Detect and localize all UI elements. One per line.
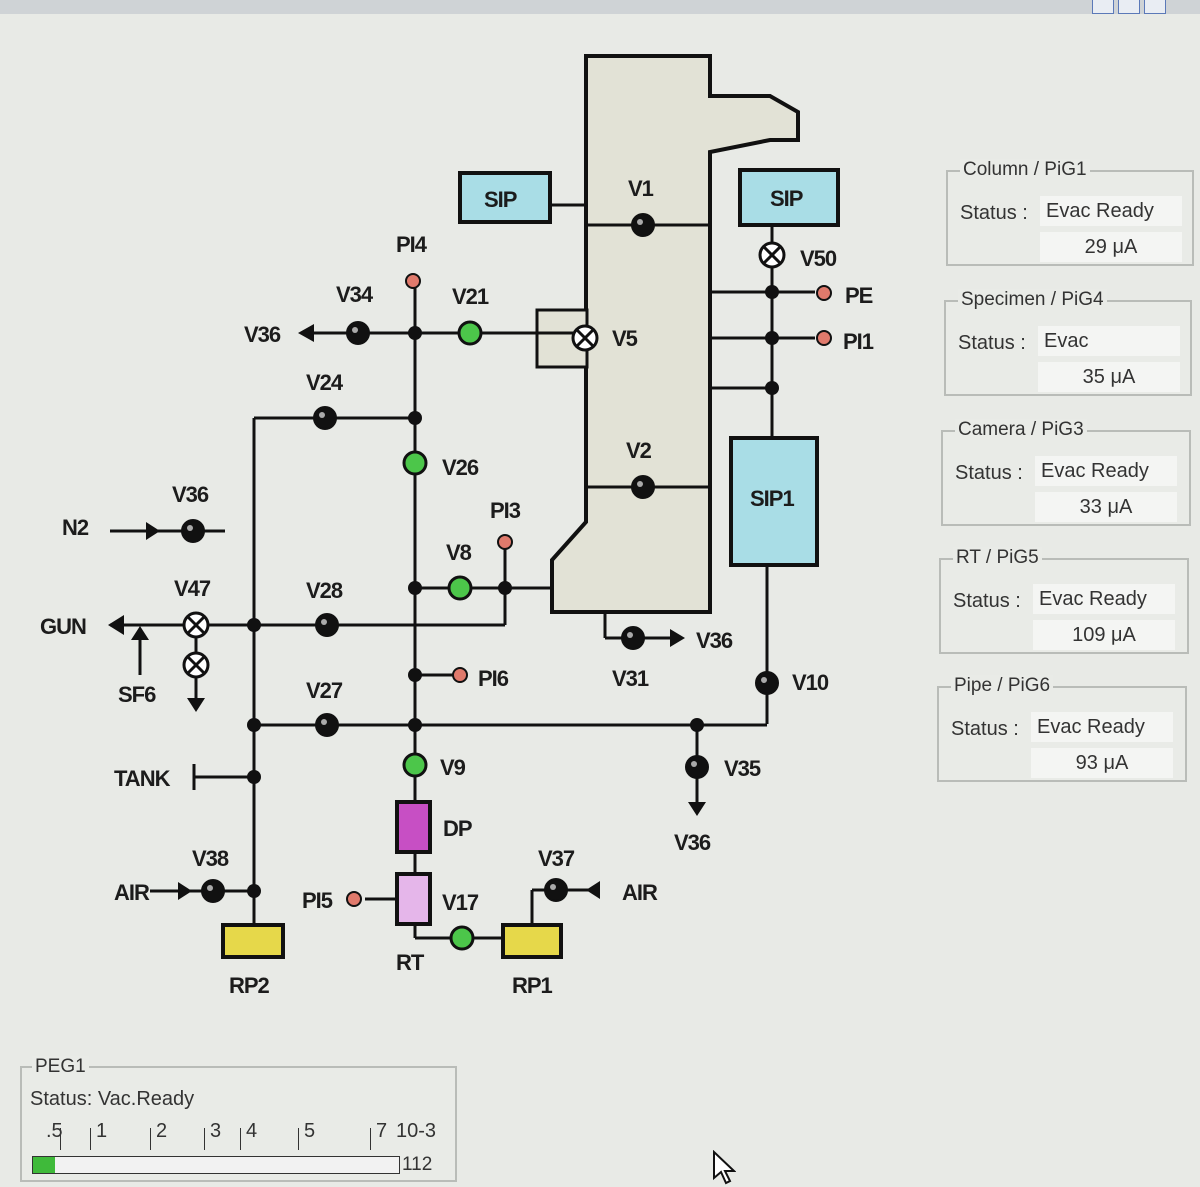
- vacuum-system-diagram: SIP SIP SIP1: [40, 54, 875, 998]
- svg-text:DP: DP: [443, 816, 472, 841]
- svg-text:V36: V36: [674, 830, 711, 855]
- peg1-panel: PEG1 Status: Vac.Ready .5 1 2 3 4 5 7 10…: [20, 1056, 457, 1182]
- maximize-button[interactable]: [1118, 0, 1140, 14]
- svg-text:V35: V35: [724, 756, 761, 781]
- current-value: 109 μA: [1033, 620, 1175, 650]
- peg1-bar: [32, 1156, 400, 1174]
- svg-text:AIR: AIR: [114, 880, 150, 905]
- svg-text:V26: V26: [442, 455, 479, 480]
- dp-pump: [395, 800, 432, 854]
- valves-closed[interactable]: [181, 213, 779, 903]
- peg1-value: 112: [402, 1154, 433, 1175]
- status-value: Evac: [1038, 326, 1180, 356]
- svg-text:V2: V2: [626, 438, 652, 463]
- status-panel-rt: RT / PiG5 Status : Evac Ready 109 μA: [939, 547, 1189, 654]
- svg-text:V9: V9: [440, 755, 466, 780]
- svg-text:SF6: SF6: [118, 682, 156, 707]
- svg-text:V24: V24: [306, 370, 344, 395]
- sip-right-pump: [738, 168, 840, 227]
- peg1-bar-fill: [33, 1157, 55, 1173]
- current-value: 35 μA: [1038, 362, 1180, 392]
- svg-text:AIR: AIR: [622, 880, 658, 905]
- svg-text:RP2: RP2: [229, 973, 270, 998]
- svg-text:V10: V10: [792, 670, 829, 695]
- svg-text:V1: V1: [628, 176, 654, 201]
- svg-text:PI5: PI5: [302, 888, 333, 913]
- svg-text:V50: V50: [800, 246, 837, 271]
- status-panel-specimen: Specimen / PiG4 Status : Evac 35 μA: [944, 289, 1192, 396]
- peg1-title: PEG1: [32, 1056, 89, 1078]
- svg-text:V21: V21: [452, 284, 489, 309]
- svg-text:V38: V38: [192, 846, 229, 871]
- title-bar: [0, 0, 1200, 14]
- svg-text:PI3: PI3: [490, 498, 521, 523]
- mouse-cursor-icon: [713, 1150, 736, 1185]
- status-panel-column: Column / PiG1 Status : Evac Ready 29 μA: [946, 159, 1194, 266]
- svg-text:V36: V36: [696, 628, 733, 653]
- current-value: 33 μA: [1035, 492, 1177, 522]
- svg-text:PI6: PI6: [478, 666, 509, 691]
- svg-text:V27: V27: [306, 678, 343, 703]
- svg-text:V36: V36: [172, 482, 209, 507]
- peg1-scale: .5 1 2 3 4 5 7 10-3: [32, 1120, 452, 1150]
- panel-title: Specimen / PiG4: [958, 289, 1107, 311]
- svg-text:V34: V34: [336, 282, 374, 307]
- panel-title: Pipe / PiG6: [951, 675, 1054, 697]
- svg-text:RT: RT: [396, 950, 425, 975]
- panel-title: Column / PiG1: [960, 159, 1090, 181]
- rp1-pump: [501, 923, 563, 959]
- svg-text:TANK: TANK: [114, 766, 171, 791]
- svg-text:N2: N2: [62, 515, 89, 540]
- svg-text:RP1: RP1: [512, 973, 553, 998]
- svg-text:V47: V47: [174, 576, 211, 601]
- status-value: Evac Ready: [1031, 712, 1173, 742]
- svg-text:V8: V8: [446, 540, 472, 565]
- svg-text:V37: V37: [538, 846, 575, 871]
- svg-text:V36: V36: [244, 322, 281, 347]
- svg-text:SIP1: SIP1: [750, 486, 794, 511]
- status-panel-camera: Camera / PiG3 Status : Evac Ready 33 μA: [941, 419, 1191, 526]
- status-panel-pipe: Pipe / PiG6 Status : Evac Ready 93 μA: [937, 675, 1187, 782]
- pressure-gauges: [346, 273, 832, 907]
- svg-text:V28: V28: [306, 578, 343, 603]
- status-value: Evac Ready: [1033, 584, 1175, 614]
- valves-open[interactable]: [402, 320, 483, 951]
- svg-text:PI1: PI1: [843, 329, 874, 354]
- panel-title: RT / PiG5: [953, 547, 1042, 569]
- svg-text:PE: PE: [845, 283, 873, 308]
- column-chamber: [550, 54, 800, 614]
- svg-text:SIP: SIP: [770, 186, 803, 211]
- current-value: 29 μA: [1040, 232, 1182, 262]
- minimize-button[interactable]: [1092, 0, 1114, 14]
- rt-trap: [395, 872, 432, 926]
- close-button[interactable]: [1144, 0, 1166, 14]
- status-value: Evac Ready: [1035, 456, 1177, 486]
- svg-text:V17: V17: [442, 890, 479, 915]
- sip-left-pump: [458, 171, 552, 224]
- sip1-pump: [729, 436, 819, 567]
- svg-text:SIP: SIP: [484, 187, 517, 212]
- rp2-pump: [221, 923, 285, 959]
- panel-title: Camera / PiG3: [955, 419, 1087, 441]
- svg-text:V5: V5: [612, 326, 638, 351]
- peg1-status: Status: Vac.Ready: [30, 1088, 195, 1110]
- svg-text:GUN: GUN: [40, 614, 86, 639]
- svg-text:PI4: PI4: [396, 232, 428, 257]
- current-value: 93 μA: [1031, 748, 1173, 778]
- svg-text:V31: V31: [612, 666, 649, 691]
- status-value: Evac Ready: [1040, 196, 1182, 226]
